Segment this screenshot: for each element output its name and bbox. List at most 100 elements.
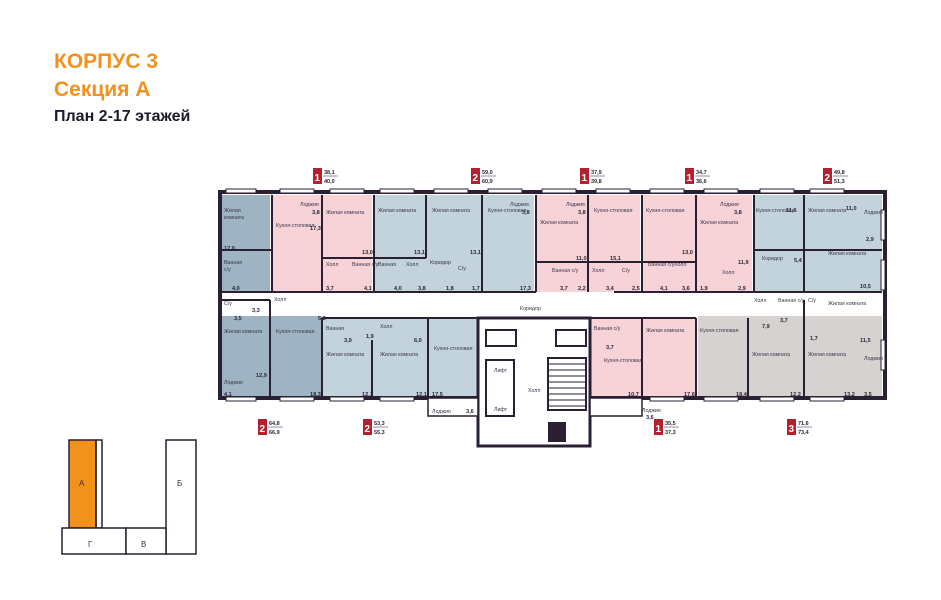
room-name: Холл bbox=[274, 297, 286, 303]
svg-text:39,8: 39,8 bbox=[591, 179, 602, 185]
room-area: 1,7 bbox=[472, 286, 480, 292]
apartment-badge[interactable]: 2 59,0 60,9 bbox=[471, 168, 496, 185]
room-name: Ванная с/у bbox=[778, 298, 805, 304]
room-name: Коридор bbox=[762, 256, 783, 262]
room-area: 12,1 bbox=[362, 392, 373, 398]
svg-text:60,9: 60,9 bbox=[482, 179, 493, 185]
room-name: Лоджия bbox=[864, 210, 883, 216]
room-area: 17,6 bbox=[684, 392, 695, 398]
section-title: Секция А bbox=[54, 78, 151, 101]
apt-fill-blue-top[interactable] bbox=[374, 195, 534, 292]
key-label-a: А bbox=[79, 479, 85, 488]
room-name: Лоджия bbox=[224, 380, 243, 386]
room-name: Кухня-столовая bbox=[756, 208, 795, 214]
apt-fill-blue-bottom[interactable] bbox=[322, 318, 478, 396]
room-name: Ванная bbox=[224, 260, 242, 266]
apartment-badge[interactable]: 2 53,3 55,3 bbox=[363, 419, 388, 436]
svg-text:37,3: 37,3 bbox=[665, 430, 676, 436]
room-name: Кухня-столовая bbox=[604, 358, 643, 364]
room-area: 11,9 bbox=[738, 260, 749, 266]
key-section-b[interactable] bbox=[165, 439, 197, 555]
svg-text:55,3: 55,3 bbox=[374, 430, 385, 436]
apartment-badge[interactable]: 1 35,5 37,3 bbox=[654, 419, 679, 436]
building-title: КОРПУС 3 bbox=[54, 50, 158, 73]
svg-text:49,8: 49,8 bbox=[834, 170, 845, 176]
room-area: 1,9 bbox=[366, 334, 374, 340]
room-area: 4,1 bbox=[224, 392, 232, 398]
room-area: 15,1 bbox=[610, 256, 621, 262]
floors-title: План 2-17 этажей bbox=[54, 108, 191, 125]
room-area: 3,8 bbox=[312, 210, 320, 216]
room-area: 1,9 bbox=[700, 286, 708, 292]
room-area: 13,1 bbox=[414, 250, 425, 256]
apartment-badges-bottom: 2 64,8 66,9 2 53,3 55,3 1 35,5 37,3 3 71… bbox=[258, 419, 812, 436]
room-name: Холл bbox=[380, 324, 392, 330]
room-name: Жилая комната bbox=[828, 301, 866, 307]
room-name: Коридор bbox=[520, 306, 541, 312]
room-name: Кухня-столовая bbox=[700, 328, 739, 334]
key-section-g[interactable] bbox=[61, 527, 127, 555]
room-area: 10,5 bbox=[860, 284, 871, 290]
svg-text:35,5: 35,5 bbox=[665, 421, 676, 427]
room-area: 3,4 bbox=[606, 286, 615, 292]
room-name: С/у bbox=[224, 301, 232, 307]
room-area: 11,5 bbox=[860, 338, 871, 344]
room-area: 2,5 bbox=[632, 286, 640, 292]
room-name: Ванная с/у bbox=[648, 262, 675, 268]
svg-text:53,3: 53,3 bbox=[374, 421, 385, 427]
apartment-badge[interactable]: 2 64,8 66,9 bbox=[258, 419, 283, 436]
room-name: Жилая комната bbox=[432, 208, 470, 214]
key-section-v[interactable] bbox=[125, 527, 167, 555]
room-area: 2,2 bbox=[578, 286, 586, 292]
room-labels: Жилая комната 17,0 Ванная с/у 4,0 С/у 3,… bbox=[224, 202, 883, 421]
apartment-badge[interactable]: 1 37,9 39,8 bbox=[580, 168, 605, 185]
room-name: Холл bbox=[528, 388, 540, 394]
room-name: Лифт bbox=[494, 368, 508, 374]
svg-text:73,4: 73,4 bbox=[798, 430, 810, 436]
room-name: Ванная с/у bbox=[594, 326, 621, 332]
room-area: 11,6 bbox=[786, 208, 797, 214]
room-name: с/у bbox=[224, 267, 231, 273]
svg-text:59,0: 59,0 bbox=[482, 170, 493, 176]
title-block: КОРПУС 3 Секция А План 2-17 этажей bbox=[54, 48, 190, 128]
apt-fill-blue-right[interactable] bbox=[754, 195, 882, 292]
svg-text:64,8: 64,8 bbox=[269, 421, 280, 427]
room-name: Холл bbox=[722, 270, 734, 276]
svg-text:2: 2 bbox=[473, 173, 479, 184]
room-name: Жилая комната bbox=[224, 329, 262, 335]
apartment-badge[interactable]: 2 49,8 51,3 bbox=[823, 168, 848, 185]
room-area: 11,0 bbox=[846, 206, 857, 212]
room-area: 3,5 bbox=[864, 392, 872, 398]
room-name: Холл bbox=[674, 262, 686, 268]
room-name: Кухня-столовая bbox=[488, 208, 527, 214]
room-name: Ванная с/у bbox=[352, 262, 379, 268]
room-area: 3,7 bbox=[326, 286, 334, 292]
room-area: 3,8 bbox=[734, 210, 742, 216]
apartment-badge[interactable]: 1 38,1 40,0 bbox=[313, 168, 338, 185]
room-area: 17,3 bbox=[520, 286, 531, 292]
room-name: Лоджия bbox=[720, 202, 739, 208]
key-section-a[interactable] bbox=[68, 439, 97, 529]
apartment-badge[interactable]: 1 34,7 36,6 bbox=[685, 168, 710, 185]
room-name: Лифт bbox=[494, 407, 508, 413]
room-name: Коридор bbox=[430, 260, 451, 266]
svg-text:1: 1 bbox=[656, 424, 662, 435]
room-area: 17,5 bbox=[432, 392, 443, 398]
key-plan: А Б Г В bbox=[61, 439, 197, 555]
room-name: Жилая комната bbox=[828, 251, 866, 257]
svg-text:66,9: 66,9 bbox=[269, 430, 280, 436]
apartment-badge[interactable]: 3 71,6 73,4 bbox=[787, 419, 812, 436]
room-name: Жилая комната bbox=[378, 208, 416, 214]
room-area: 3,8 bbox=[578, 210, 586, 216]
svg-text:71,6: 71,6 bbox=[798, 421, 809, 427]
room-name: Лоджия bbox=[566, 202, 585, 208]
svg-text:3: 3 bbox=[789, 424, 795, 435]
svg-text:36,6: 36,6 bbox=[696, 179, 707, 185]
room-name: Жилая комната bbox=[808, 352, 846, 358]
room-area: 6,0 bbox=[414, 338, 422, 344]
svg-text:37,9: 37,9 bbox=[591, 170, 602, 176]
room-area: 7,9 bbox=[762, 324, 770, 330]
svg-text:51,3: 51,3 bbox=[834, 179, 845, 185]
room-name: Лоджия bbox=[432, 409, 451, 415]
